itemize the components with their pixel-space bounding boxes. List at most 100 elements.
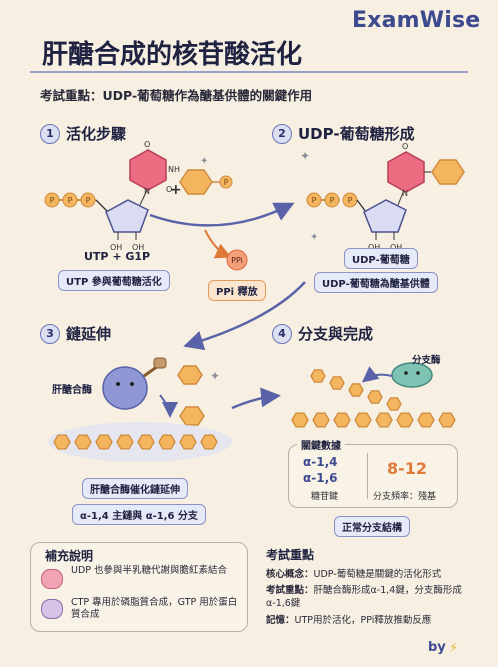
reaction-arrow: [183, 281, 306, 351]
exam-row: 核心概念：UDP-葡萄糖是關鍵的活化形式: [266, 569, 442, 580]
note-item: UDP 也參與半乳糖代謝與膽紅素結合: [71, 565, 228, 576]
glucose-hexagon-icon: [53, 434, 71, 450]
exam-row: 記憶：UTP用於活化，PPi釋放推動反應: [266, 615, 432, 626]
svg-text:OH: OH: [390, 243, 402, 252]
bond-caption: α-1,4 主鏈與 α-1,6 分支: [72, 504, 206, 525]
glucose-hexagon-icon: [312, 412, 330, 428]
glucose-hexagon-icon: [333, 412, 351, 428]
reactants-label: UTP + G1P: [84, 250, 151, 263]
key-data-title: 關鍵數據: [297, 437, 345, 452]
glucose-hexagon-icon: [396, 412, 414, 428]
normal-branch-label: 正常分支結構: [334, 516, 410, 537]
bond-type-label: 糖苷鍵: [311, 492, 339, 502]
glucose-hexagon-icon: [417, 412, 435, 428]
exam-row: 考試重點：肝醣合酶形成α-1,4鍵，分支酶形成α-1,6鍵: [266, 585, 462, 609]
svg-text:P: P: [312, 196, 317, 205]
glucose-hexagon-icon: [137, 434, 155, 450]
step-number: 1: [40, 123, 60, 144]
branching-enzyme-label: 分支酶: [412, 355, 441, 366]
brain-icon: [41, 569, 63, 589]
glycogen-synthase-label: 肝醣合酶: [52, 385, 92, 396]
glucose-hexagon-icon: [179, 406, 205, 426]
step-1-header: 1 活化步驟: [40, 123, 126, 144]
svg-text:O: O: [144, 140, 150, 149]
udp-glucose-molecule-icon: P P P OH OH N O: [306, 142, 465, 252]
notes-box: 補充說明 UDP 也參與半乳糖代謝與膽紅素結合 CTP 專用於磷脂質合成，GTP…: [30, 542, 248, 632]
key-data-box: 關鍵數據 α-1,4 α-1,6 糖苷鍵 8-12 分支頻率：殘基: [288, 437, 458, 508]
step-1-caption: UTP 參與葡萄糖活化: [58, 270, 170, 291]
glucose-hexagon-icon: [354, 412, 372, 428]
glucose-hexagon-icon: [74, 434, 92, 450]
step-number: 2: [272, 123, 292, 144]
step-2-caption: UDP-葡萄糖為醣基供體: [314, 272, 438, 293]
svg-text:P: P: [68, 196, 73, 205]
svg-text:✦: ✦: [200, 156, 208, 167]
note-item: CTP 專用於磷脂質合成，GTP 用於蛋白質合成: [71, 597, 238, 620]
utp-molecule-icon: OH OH N NH O O: [95, 140, 180, 252]
glucose-1-phosphate-icon: P: [179, 169, 233, 195]
title-divider: [30, 71, 468, 73]
ppi-release-label: PPi 釋放: [208, 280, 266, 301]
bond-alpha-16: α-1,6: [303, 471, 338, 485]
udp-glucose-label: UDP-葡萄糖: [344, 248, 418, 269]
svg-text:O: O: [166, 185, 172, 194]
exam-title: 考試重點: [266, 548, 315, 562]
phosphate-chain-icon: P P P: [44, 192, 96, 208]
step-title: UDP-葡萄糖形成: [298, 125, 415, 143]
svg-text:OH: OH: [132, 243, 144, 252]
glucose-hexagon-icon: [116, 434, 134, 450]
glucose-hexagon-icon: [329, 376, 345, 390]
branch-frequency-label: 分支頻率：殘基: [373, 492, 437, 502]
step-title: 活化步驟: [66, 125, 127, 143]
brand-logo: ExamWise: [352, 8, 481, 33]
svg-text:✦: ✦: [210, 369, 220, 383]
glucose-hexagon-icon: [177, 365, 203, 385]
step-3-header: 3 鏈延伸: [40, 323, 111, 344]
bond-alpha-14: α-1,4: [303, 455, 338, 469]
glycogen-chain-icon: [53, 434, 218, 450]
glucose-hexagon-icon: [348, 383, 364, 397]
reaction-arrow: [149, 202, 295, 227]
step-2-header: 2 UDP-葡萄糖形成: [272, 123, 415, 144]
step-number: 3: [40, 323, 60, 344]
svg-text:O: O: [402, 142, 408, 151]
glucose-hexagon-icon: [375, 412, 393, 428]
molecules-icon: [41, 599, 63, 619]
step-3-caption: 肝醣合酶催化鏈延伸: [82, 478, 188, 499]
page-subtitle: 考試重點：UDP-葡萄糖作為醣基供體的關鍵作用: [40, 88, 313, 103]
exam-box: 考試重點 核心概念：UDP-葡萄糖是關鍵的活化形式 考試重點：肝醣合酶形成α-1…: [260, 542, 470, 642]
step-4-header: 4 分支與完成: [272, 323, 373, 344]
notes-title: 補充說明: [45, 549, 94, 563]
plus-sign: +: [170, 182, 182, 198]
glucose-hexagon-icon: [386, 397, 402, 411]
glucose-hexagon-icon: [95, 434, 113, 450]
glucose-hexagon-icon: [367, 390, 383, 404]
step-title: 分支與完成: [298, 325, 374, 343]
svg-text:P: P: [86, 196, 91, 205]
glucose-hexagon-icon: [179, 434, 197, 450]
svg-text:PPi: PPi: [231, 256, 243, 265]
svg-text:N: N: [402, 189, 408, 198]
svg-text:✦: ✦: [300, 149, 310, 163]
glucose-hexagon-icon: [158, 434, 176, 450]
branched-glycogen-icon: [291, 369, 456, 428]
footer-by: by: [428, 640, 446, 655]
svg-text:OH: OH: [110, 243, 122, 252]
branching-enzyme-icon: [391, 362, 433, 388]
glucose-hexagon-icon: [200, 434, 218, 450]
branch-frequency: 8-12: [387, 459, 428, 478]
glucose-hexagon-icon: [438, 412, 456, 428]
svg-text:OH: OH: [368, 243, 380, 252]
svg-text:P: P: [224, 178, 229, 187]
svg-text:P: P: [348, 196, 353, 205]
reaction-arrow: [231, 387, 281, 410]
svg-text:P: P: [330, 196, 335, 205]
ppi-icon: [226, 249, 248, 271]
page-title: 肝醣合成的核苷酸活化: [42, 40, 303, 70]
ppi-arrow: [204, 229, 232, 259]
glucose-hexagon-icon: [310, 369, 326, 383]
lightning-icon: ⚡: [449, 641, 459, 656]
svg-text:✦: ✦: [310, 232, 318, 243]
glucose-hexagon-icon: [291, 412, 309, 428]
